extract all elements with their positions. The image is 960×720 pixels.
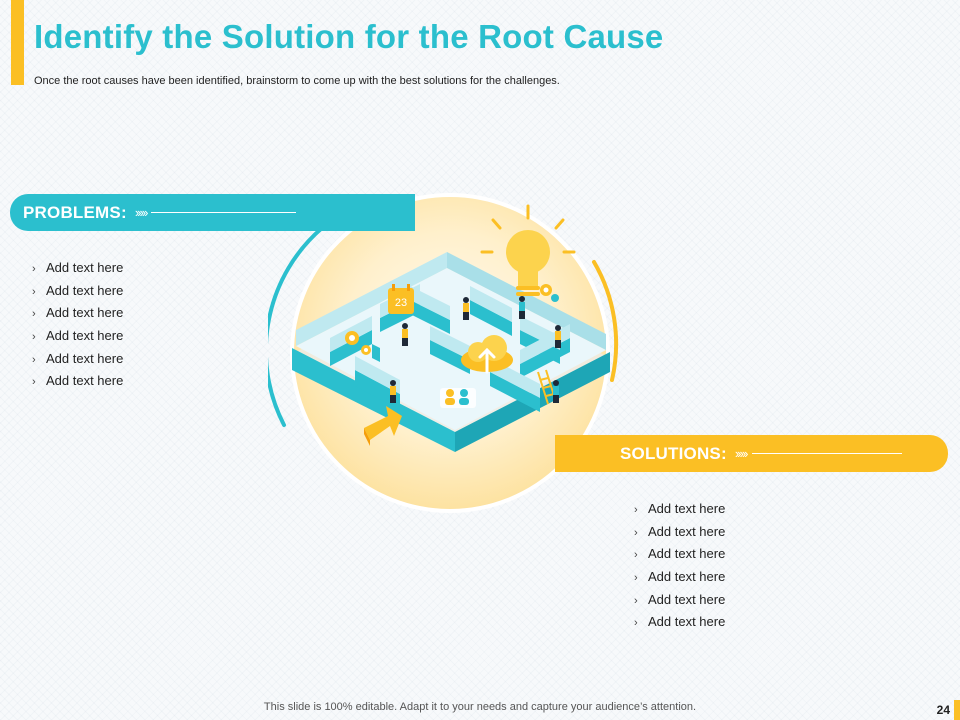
list-item: › Add text here bbox=[32, 282, 123, 305]
chevron-right-icon: › bbox=[32, 353, 36, 366]
problem-item-text: Add text here bbox=[46, 350, 124, 366]
problem-item-text: Add text here bbox=[46, 328, 124, 344]
chevron-right-icon: › bbox=[32, 285, 36, 298]
chevron-right-icon: › bbox=[634, 572, 638, 585]
solutions-list: › Add text here › Add text here › Add text … bbox=[634, 500, 725, 636]
chevron-right-icon: › bbox=[634, 504, 638, 516]
chevron-right-icon: ››››› bbox=[134, 205, 149, 220]
solutions-label: SOLUTIONS: bbox=[620, 443, 727, 463]
calendar-day: 23 bbox=[395, 297, 407, 309]
people-figures bbox=[390, 296, 561, 403]
cloud-upload-icon bbox=[461, 335, 513, 374]
list-item: › Add text here bbox=[634, 613, 725, 636]
chevron-right-icon: › bbox=[634, 594, 638, 607]
list-item: › Add text here bbox=[32, 372, 123, 395]
chevron-right-icon: › bbox=[32, 263, 36, 275]
list-item: › Add text here bbox=[32, 259, 123, 282]
solution-item-text: Add text here bbox=[648, 546, 726, 562]
chevron-right-icon: › bbox=[32, 376, 36, 389]
problems-list: › Add text here › Add text here › Add text … bbox=[32, 259, 123, 395]
gear-icon bbox=[345, 284, 559, 355]
problems-banner: PROBLEMS: ››››› bbox=[10, 194, 415, 231]
problem-item-text: Add text here bbox=[46, 373, 124, 389]
chevron-right-icon: › bbox=[634, 549, 638, 562]
solution-item-text: Add text here bbox=[648, 614, 726, 630]
title-accent-bar bbox=[11, 0, 24, 85]
page-number-accent bbox=[954, 700, 960, 720]
list-item: › Add text here bbox=[32, 304, 123, 327]
banner-line bbox=[751, 453, 902, 454]
solution-item-text: Add text here bbox=[648, 501, 726, 516]
list-item: › Add text here bbox=[634, 591, 725, 614]
list-item: › Add text here bbox=[634, 500, 725, 523]
list-item: › Add text here bbox=[32, 350, 123, 373]
solution-item-text: Add text here bbox=[648, 569, 726, 585]
problem-item-text: Add text here bbox=[46, 305, 124, 321]
chevron-right-icon: › bbox=[634, 617, 638, 630]
arrow-icon bbox=[364, 406, 402, 446]
footer-note: This slide is 100% editable. Adapt it to… bbox=[263, 701, 697, 713]
lightbulb-icon bbox=[480, 204, 576, 296]
problems-label: PROBLEMS: bbox=[23, 202, 127, 222]
solution-item-text: Add text here bbox=[648, 523, 726, 539]
banner-line bbox=[151, 212, 297, 213]
page-title: Identify the Solution for the Root Cause bbox=[34, 18, 664, 55]
problem-item-text: Add text here bbox=[46, 260, 124, 275]
chevron-right-icon: › bbox=[32, 308, 36, 321]
calendar-icon: 23 bbox=[388, 284, 414, 314]
solution-item-text: Add text here bbox=[648, 591, 726, 607]
chevron-right-icon: › bbox=[634, 526, 638, 539]
maze-illustration: 23 bbox=[268, 193, 619, 513]
solutions-banner: SOLUTIONS: ››››› bbox=[555, 435, 948, 472]
problem-item-text: Add text here bbox=[46, 282, 124, 298]
yellow-arc bbox=[592, 260, 619, 382]
page-subtitle: Once the root causes have been identifie… bbox=[34, 75, 560, 87]
chevron-right-icon: › bbox=[32, 331, 36, 344]
list-item: › Add text here bbox=[634, 568, 725, 591]
list-item: › Add text here bbox=[32, 327, 123, 350]
page-number: 24 bbox=[936, 703, 950, 717]
list-item: › Add text here bbox=[634, 523, 725, 546]
chevron-right-icon: ››››› bbox=[734, 446, 749, 461]
people-icon bbox=[440, 388, 476, 408]
teal-arc bbox=[268, 226, 324, 427]
list-item: › Add text here bbox=[634, 545, 725, 568]
